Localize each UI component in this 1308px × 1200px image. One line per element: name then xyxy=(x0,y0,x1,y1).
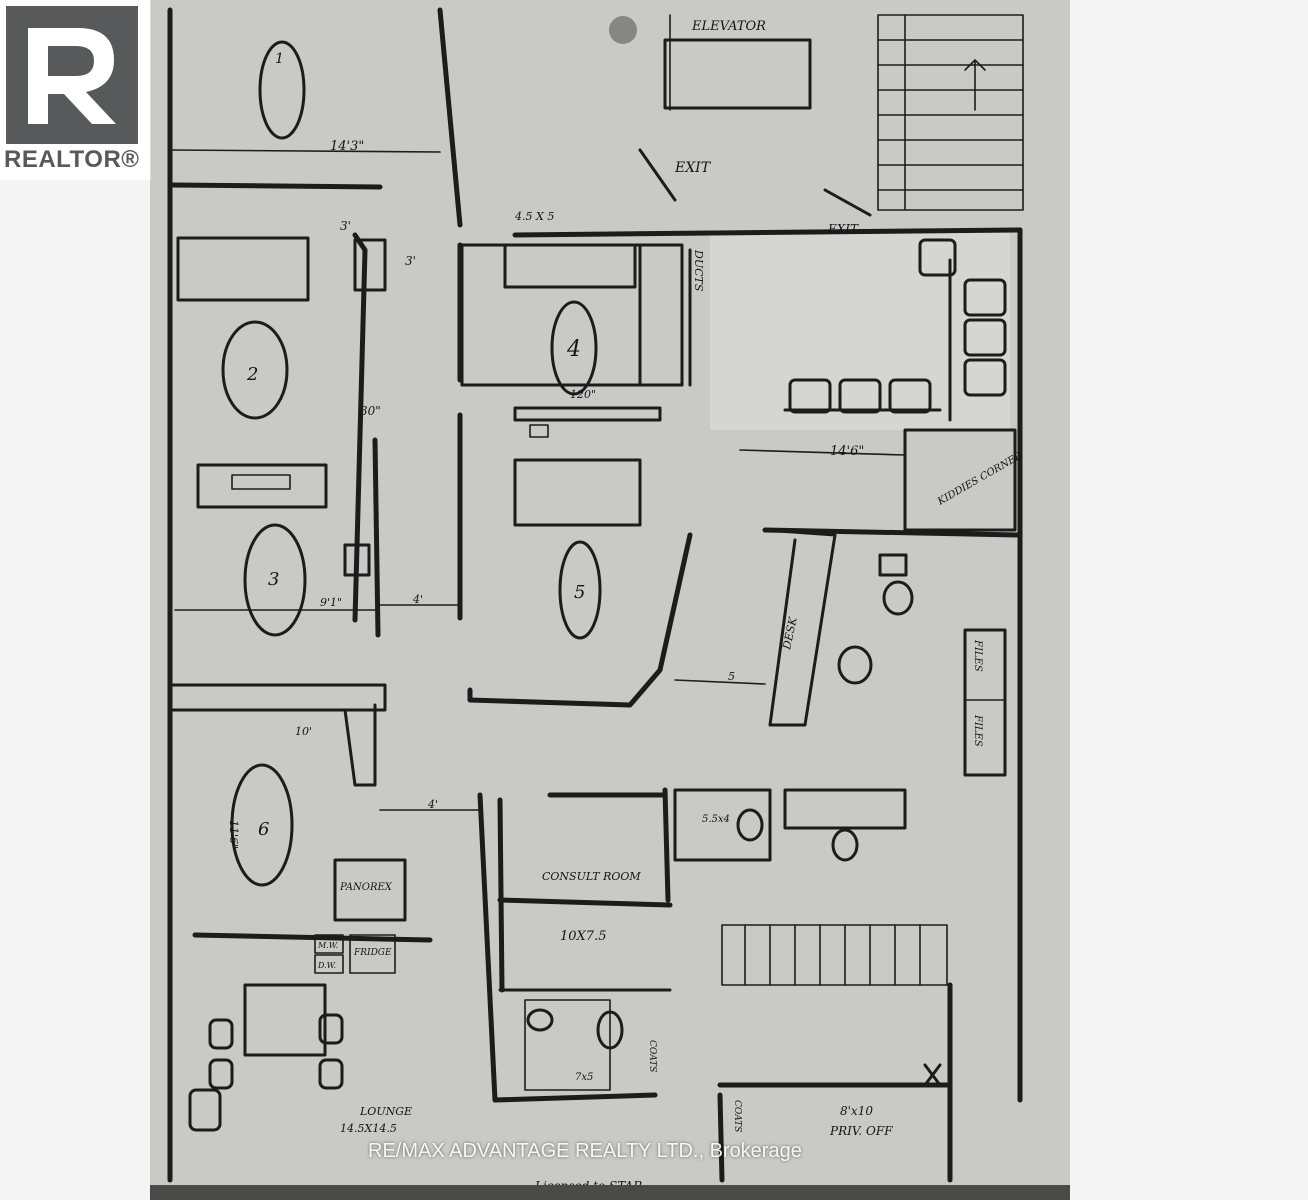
room-3-label: 3 xyxy=(268,569,279,590)
reception: DESK 5 xyxy=(674,528,914,727)
counter-top-left xyxy=(176,236,310,302)
room-1-label: 1 xyxy=(275,51,284,67)
dim-30: 30" xyxy=(360,404,381,418)
mw-label: M.W. xyxy=(317,941,338,950)
brokerage-watermark: RE/MAX ADVANTAGE REALTY LTD., Brokerage xyxy=(368,1140,802,1162)
lounge: LOUNGE 14.5X14.5 xyxy=(188,983,412,1135)
coats-1: COATS xyxy=(647,1040,657,1072)
private-office: 8'x10 PRIV. OFF COATS xyxy=(732,1063,942,1138)
walls xyxy=(167,7,1023,1183)
prv-size: 8'x10 xyxy=(840,1104,873,1118)
room-5-label: 5 xyxy=(574,582,585,603)
files-2: FILES xyxy=(972,714,983,747)
room-4-frame xyxy=(460,243,692,387)
dim-14-6: 14'6" xyxy=(830,444,864,459)
realtor-brand-text: REALTOR® xyxy=(4,146,140,173)
exit-right-label: EXIT xyxy=(827,222,859,236)
dim-10: 10' xyxy=(295,725,312,738)
room-1: 1 14'3" xyxy=(169,40,441,154)
ducts-label: DUCTS xyxy=(692,249,705,292)
camera-smudge xyxy=(609,16,637,44)
lounge-label: LOUNGE xyxy=(359,1105,412,1118)
size-5x4-label: 5.5x4 xyxy=(702,814,730,825)
realtor-logo: REALTOR® xyxy=(0,0,151,180)
room-2: 2 xyxy=(221,320,289,420)
room-4-label: 4 xyxy=(566,337,581,362)
dim-4a: 4' xyxy=(412,593,423,606)
counter-mid-left xyxy=(196,463,328,509)
elevator: ELEVATOR xyxy=(663,14,812,111)
lounge-size: 14.5X14.5 xyxy=(340,1122,397,1135)
realtor-r-icon xyxy=(6,6,138,144)
room-3: 3 9'1" xyxy=(174,523,376,637)
exit-top-label: EXIT xyxy=(674,160,712,176)
floor-plan-sheet: ELEVATOR xyxy=(150,0,1070,1200)
dim-4b: 4' xyxy=(427,798,438,811)
fridge-label: FRIDGE xyxy=(353,948,392,958)
panorex-box xyxy=(333,858,407,922)
screen-bezel xyxy=(150,1185,1070,1200)
room-5: 120" 5 xyxy=(513,388,662,640)
dim-14-3: 14'3" xyxy=(330,139,364,154)
chair-4 xyxy=(550,300,598,396)
chair-cab-top xyxy=(353,238,387,292)
dim-5: 5 xyxy=(728,670,735,683)
dim-120: 120" xyxy=(570,388,596,401)
dim-3b: 3' xyxy=(405,254,416,268)
dim-3a: 3' xyxy=(340,219,351,233)
size-7x5-label: 7x5 xyxy=(575,1072,593,1083)
consult-label: CONSULT ROOM xyxy=(542,870,641,883)
glare-patch xyxy=(710,230,1010,430)
stairs-bottom xyxy=(721,924,948,986)
coats-2: COATS xyxy=(732,1100,742,1132)
consult-room: CONSULT ROOM 10X7.5 7x5 COATS xyxy=(497,797,672,1091)
room-6-label: 6 xyxy=(258,819,269,840)
panorex-label: PANOREX xyxy=(339,882,393,893)
washroom: 5.5x4 xyxy=(673,788,907,862)
kiddies-label: KIDDIES CORNER xyxy=(935,450,1025,508)
elevator-label: ELEVATOR xyxy=(691,19,766,34)
waiting-seats xyxy=(783,238,1007,422)
files-cabinet: FILES FILES xyxy=(963,628,1007,777)
consult-size: 10X7.5 xyxy=(560,929,606,944)
room-2-label: 2 xyxy=(246,364,258,385)
stool-3 xyxy=(343,543,371,577)
files-1: FILES xyxy=(972,639,983,672)
prv-label: PRIV. OFF xyxy=(829,1124,893,1138)
size-4x5-label: 4.5 X 5 xyxy=(514,210,554,223)
dim-9-1: 9'1" xyxy=(320,596,342,609)
floor-plan-drawing: ELEVATOR xyxy=(167,7,1025,1193)
room-6: 10' 6 11'6" xyxy=(170,683,387,887)
stairs-top xyxy=(877,14,1024,211)
dw-label: D.W. xyxy=(317,961,336,970)
kiddies-corner: KIDDIES CORNER 14'6" xyxy=(739,428,1025,532)
dim-11-6: 11'6" xyxy=(227,820,240,849)
